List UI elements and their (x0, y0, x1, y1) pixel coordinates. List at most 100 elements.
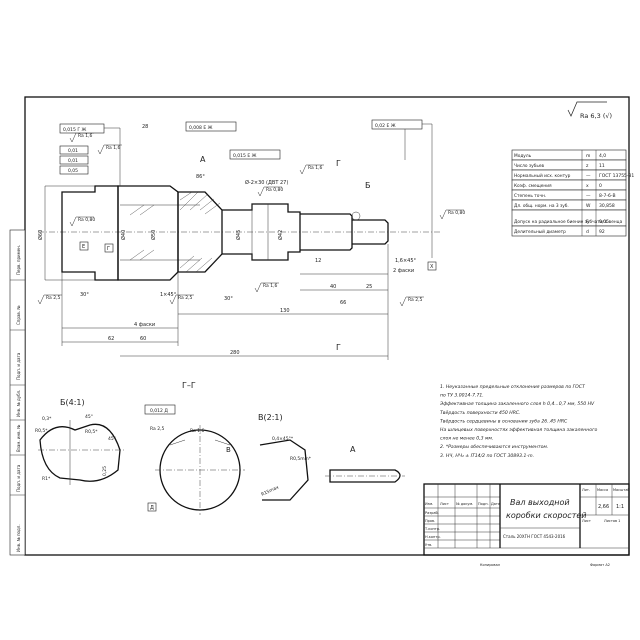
gg-tolerance: 0,012 Д (150, 408, 168, 414)
gg-roughness-2: Ra 1,6 (190, 428, 205, 434)
dim-thread: Ø-2×30 (ДВТ 27) (245, 179, 288, 186)
gg-datum-d: Д (150, 505, 154, 511)
section-gg-view: Г–Г 0,012 Д Ra 2,5 Ra 1,6 В Д (144, 381, 245, 515)
dim-25: 25 (366, 284, 372, 290)
tb-scale-label: Масштаб (613, 488, 630, 492)
gear-param-name: Дл. общ. норм. на 3 зуб. (514, 203, 569, 209)
view-a: А (325, 445, 405, 483)
dim-hub-d1: Ø50 (150, 230, 157, 240)
stamp-text-6: Подп. и дата (16, 464, 21, 492)
gear-param-symbol: z (586, 164, 589, 169)
gear-param-value: 8-7-6-В (599, 193, 616, 199)
datum-x-box: Х (430, 264, 434, 270)
gear-param-value: ГОСТ 13755-81 (599, 173, 634, 179)
tb-podp: Подп. (478, 502, 489, 506)
detail-b-circle (351, 211, 361, 221)
tb-scale: 1:1 (616, 504, 624, 510)
datum-e-box: Е (82, 244, 85, 250)
tb-ndoc: № докум. (456, 502, 473, 506)
detail-b-title: Б(4:1) (60, 398, 85, 407)
b-note-2: 45° (85, 414, 93, 420)
b-note-4: R0,5* (85, 429, 98, 435)
tol-runout-mid: 0,015 Е Ж (233, 153, 257, 159)
end-outline (352, 219, 389, 245)
detail-v-title: В(2:1) (258, 413, 283, 422)
dim-hub-d2: Ø45 (235, 230, 242, 240)
detail-b-label: Б (365, 181, 371, 190)
dim-2-chamfers: 2 фаски (393, 268, 414, 274)
gear-param-value: 11 (599, 163, 605, 169)
dim-chamfer-2: 1,6×45° (395, 258, 417, 264)
gear-param-name: Модуль (514, 153, 532, 159)
gear-param-value: 0,05 (599, 219, 609, 225)
dim-28: 28 (142, 124, 148, 130)
section-g-top: Г (336, 159, 341, 168)
stamp-text-2: Справ. № (16, 306, 21, 325)
section-g-bottom: Г (336, 343, 341, 352)
dim-40: 40 (330, 284, 336, 290)
tb-format: Формат А2 (590, 563, 610, 567)
tol-small-b: 0,01 (68, 158, 78, 164)
roughness-2: Ra 1,6 (106, 145, 121, 151)
gear-param-name: Степень точн. (514, 193, 546, 199)
gear-param-value: 0 (599, 183, 602, 189)
tb-lit-label: Лит. (582, 488, 590, 492)
tol-runout-right: 0,02 Е Ж (375, 123, 396, 129)
v-note-1: 0,4×45°* (272, 436, 294, 442)
corner-roughness: Ra 6,3 (√) (567, 101, 612, 120)
note-line: 2. *Размеры обеспечиваются инструментом. (440, 444, 548, 450)
roughness-8: Ra 2,5 (178, 295, 193, 301)
roughness-7: Ra 1,6 (263, 283, 278, 289)
tol-perp-top: 0,008 Е Ж (189, 125, 213, 131)
main-shaft-view: Ø60 Ø40 Ø50 Ø45 Ø42 40 25 66 130 4 фаски… (37, 119, 465, 360)
b-note-1: 0,3* (42, 416, 52, 422)
tech-notes: 1. Неуказанные предельные отклонения раз… (439, 384, 598, 459)
tb-sheet: Лист (582, 519, 591, 523)
dim-angle-86: 86° (196, 174, 205, 180)
gg-roughness-1: Ra 2,5 (150, 426, 165, 432)
dim-66: 66 (340, 300, 346, 306)
gear-param-value: 92 (599, 229, 605, 235)
dim-130: 130 (280, 308, 290, 314)
view-a-title: А (350, 445, 356, 454)
tb-prov: Пров. (425, 519, 435, 523)
gear-param-symbol: x (586, 184, 589, 189)
tb-copied: Копировал (480, 563, 500, 567)
note-line: На шлицевых поверхностях эффективная тол… (440, 427, 598, 433)
dim-60: 60 (140, 336, 146, 342)
tol-runout-left: 0,015 Г Ж (63, 127, 86, 133)
roughness-6: Ra 0,80 (266, 187, 283, 193)
datum-boxes: Е Х Г (79, 241, 437, 271)
stamp-text-5: Взам. инв. № (16, 425, 21, 452)
gear-param-name: Нормальный исх. контур (514, 172, 571, 179)
roughness-5: Ra 1,6 (308, 165, 323, 171)
tb-list: Лист (440, 502, 449, 506)
tb-material: Сталь 20ХГН ГОСТ 4543-2016 (503, 534, 566, 539)
dim-angle-30a: 30° (80, 292, 89, 298)
tb-razrab: Разраб. (425, 511, 439, 515)
dim-angle-30b: 30° (224, 296, 233, 302)
b-note-3: R0,5* (35, 428, 48, 434)
stamp-text-3: Подп. и дата (16, 352, 21, 380)
tb-nkontr: Н.контр. (425, 535, 441, 539)
tb-mass-label: Масса (597, 488, 608, 492)
dim-main-diameter: Ø60 (37, 230, 44, 240)
b-note-7: 0,25 (102, 466, 108, 476)
tol-small-a: 0,01 (68, 148, 78, 154)
tb-mass: 2,66 (598, 504, 609, 510)
tb-name-1: Вал выходной (510, 498, 570, 507)
b-note-6: R1* (42, 476, 51, 482)
gear-param-value: 4,0 (599, 153, 606, 159)
dim-4-chamfers: 4 фаски (134, 322, 155, 328)
gear-param-symbol: W (586, 203, 591, 209)
note-line: Твёрдость поверхности 450 HRC. (440, 410, 521, 416)
gear-table-row (511, 225, 627, 237)
gear-param-name: Коэф. смещения (514, 183, 552, 189)
dim-hub-d3: Ø42 (277, 230, 284, 240)
tb-tkontr: Т.контр. (424, 527, 440, 531)
gear-param-symbol: d (586, 229, 589, 235)
roughness-1: Ra 1,6 (78, 133, 93, 139)
detail-v-view: В(2:1) 0,4×45°* R0,5min* R15max (258, 413, 312, 501)
